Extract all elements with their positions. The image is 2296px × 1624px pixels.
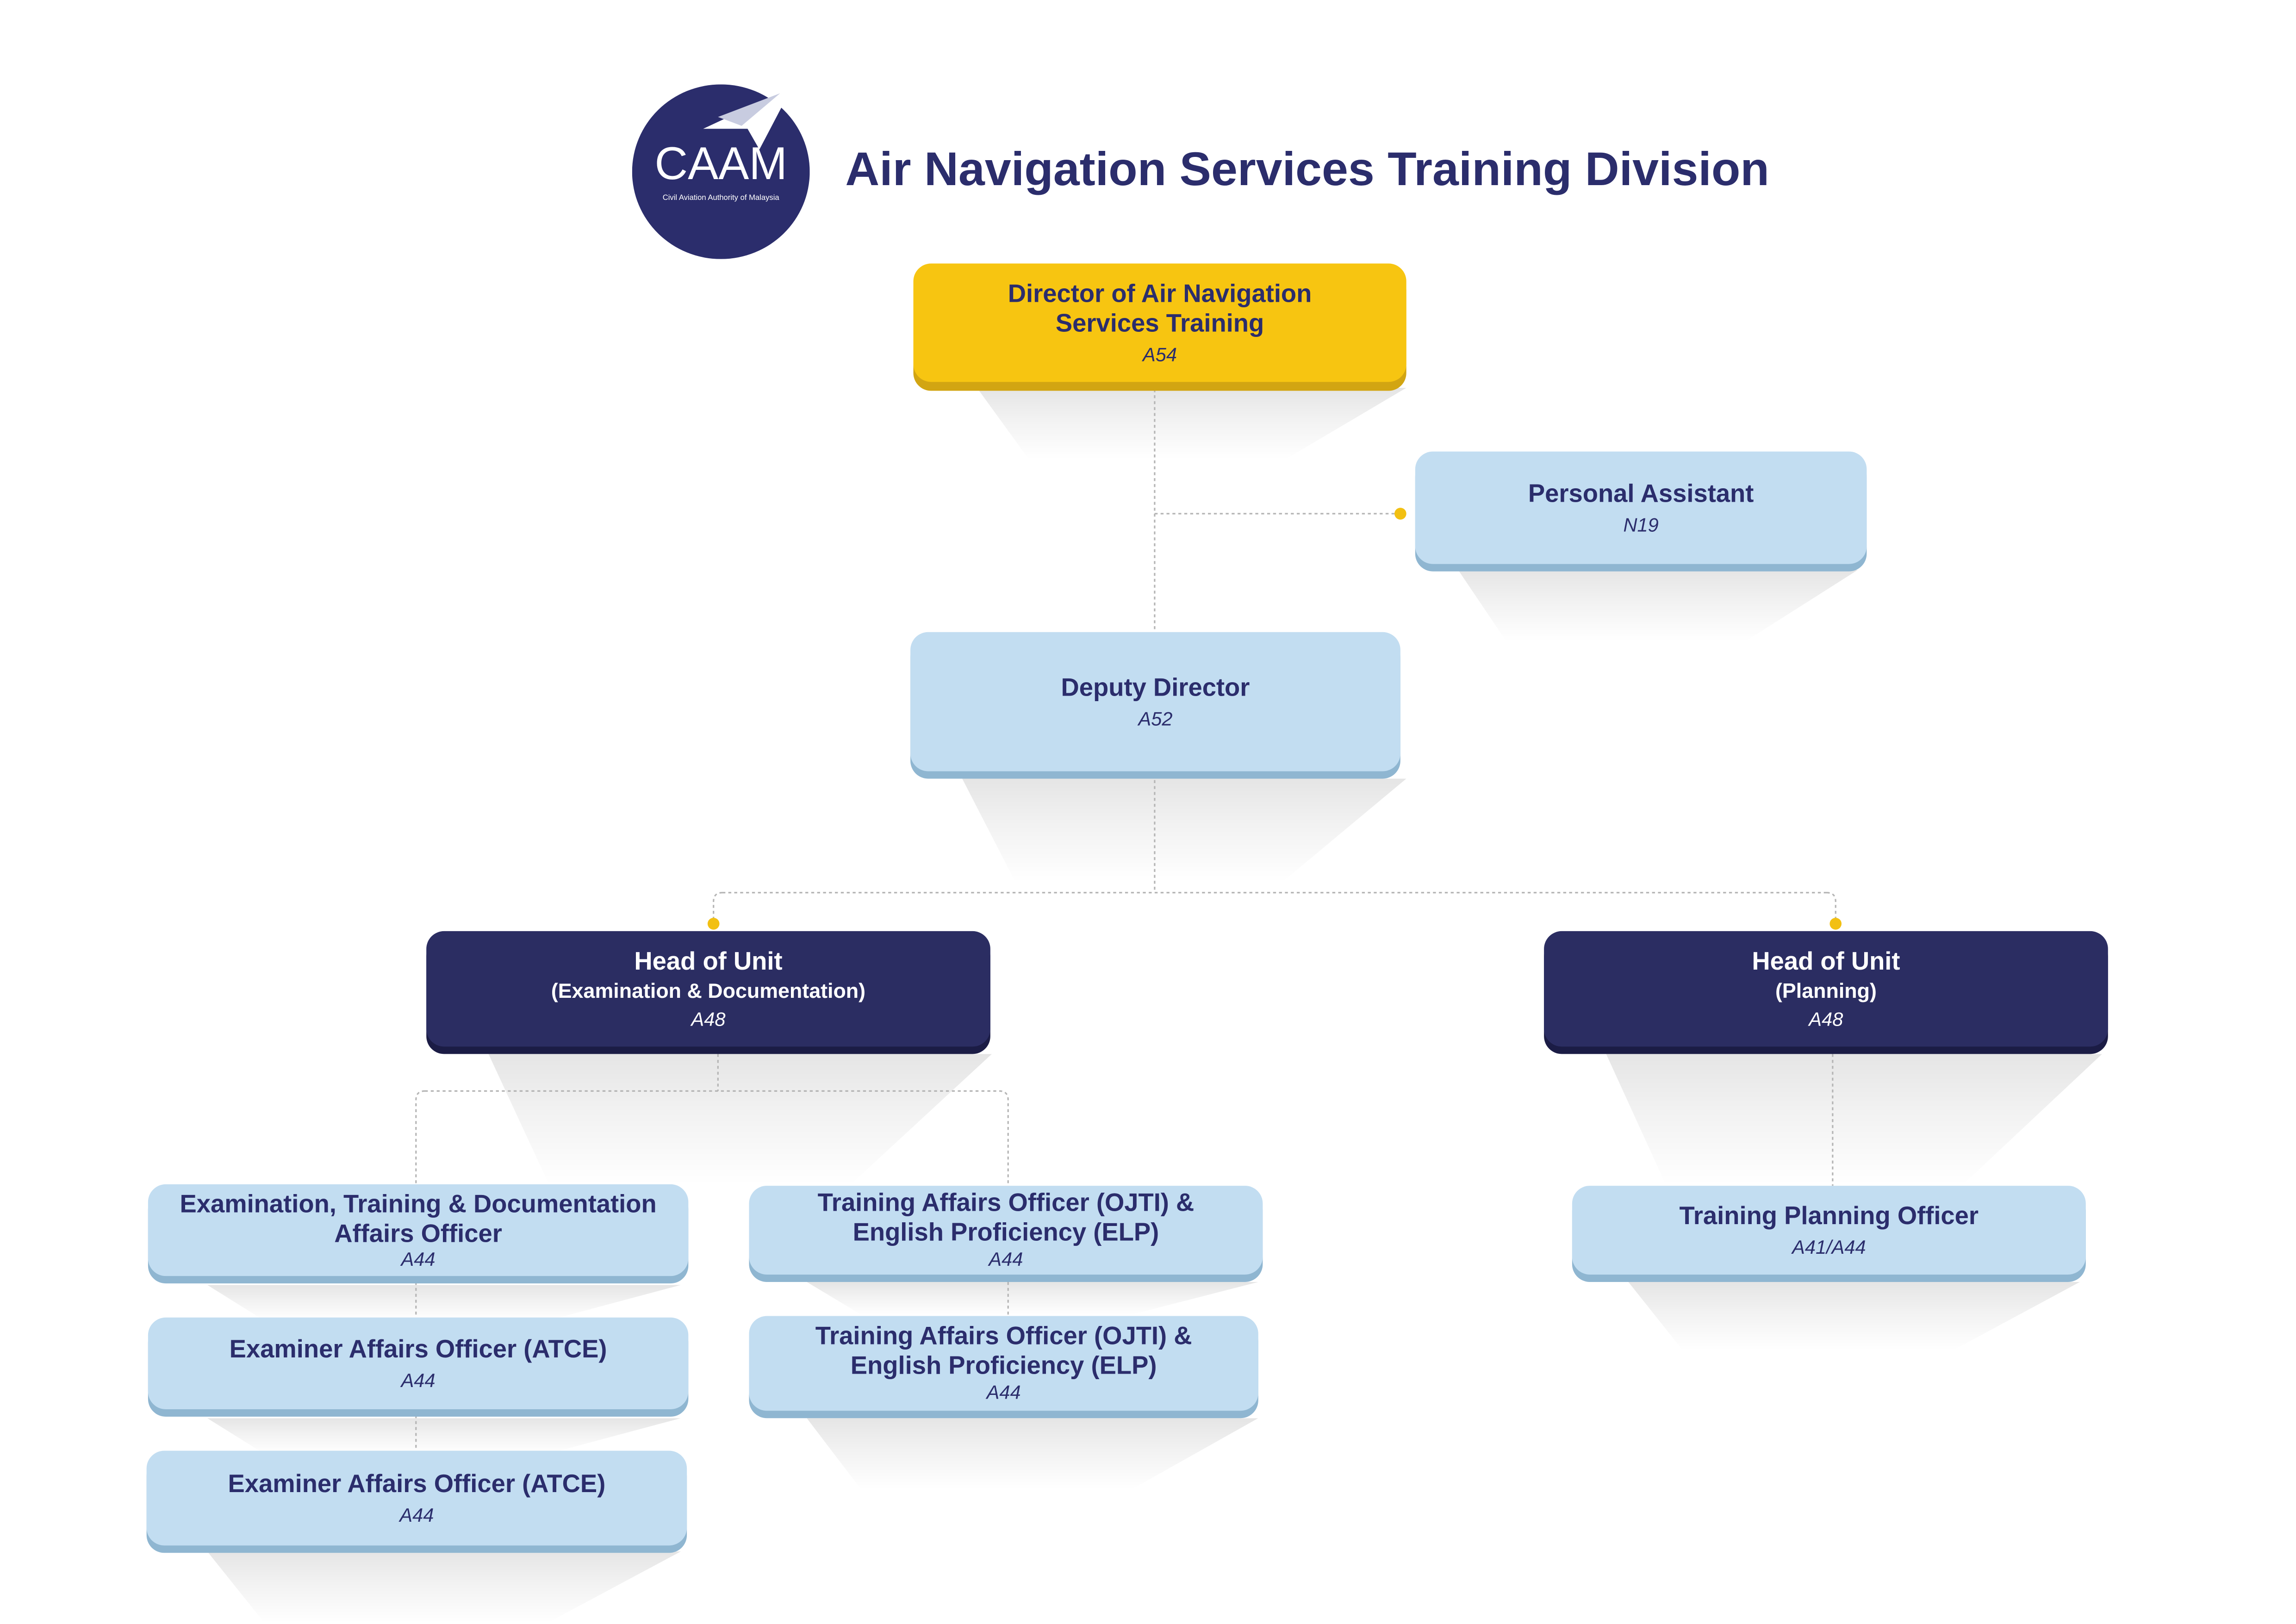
box-examiner-2[interactable]: Examiner Affairs Officer (ATCE) A44 — [146, 1450, 687, 1546]
box-director[interactable]: Director of Air Navigation Services Trai… — [913, 263, 1406, 382]
connector-dot-assistant — [1394, 508, 1406, 520]
connector-exam-left — [415, 1090, 425, 1184]
head-plan-grade: A48 — [1809, 1007, 1843, 1030]
examiner-2-title: Examiner Affairs Officer (ATCE) — [228, 1469, 606, 1498]
etd-officer-grade: A44 — [401, 1247, 436, 1269]
assistant-grade: N19 — [1623, 513, 1659, 535]
connector-exam-right — [999, 1090, 1009, 1186]
head-exam-subtitle: (Examination & Documentation) — [551, 977, 866, 1002]
box-head-planning[interactable]: Head of Unit (Planning) A48 — [1544, 931, 2108, 1047]
etd-officer-title: Examination, Training & Documentation Af… — [180, 1189, 657, 1247]
planning-officer-title: Training Planning Officer — [1679, 1201, 1979, 1230]
head-plan-subtitle: (Planning) — [1775, 977, 1877, 1002]
box-personal-assistant[interactable]: Personal Assistant N19 — [1415, 451, 1867, 564]
director-title: Director of Air Navigation Services Trai… — [1008, 279, 1312, 337]
director-grade: A54 — [1143, 342, 1177, 365]
box-etd-officer[interactable]: Examination, Training & Documentation Af… — [148, 1184, 689, 1276]
head-exam-title: Head of Unit — [634, 946, 783, 975]
head-exam-grade: A48 — [691, 1007, 726, 1030]
planning-officer-grade: A41/A44 — [1792, 1235, 1866, 1258]
ojti-2-title: Training Affairs Officer (OJTI) & Englis… — [815, 1322, 1192, 1380]
deputy-title: Deputy Director — [1061, 672, 1250, 701]
ojti-2-grade: A44 — [986, 1381, 1021, 1404]
examiner-1-grade: A44 — [401, 1369, 436, 1391]
svg-text:Civil Aviation Authority of Ma: Civil Aviation Authority of Malaysia — [663, 193, 780, 202]
head-plan-title: Head of Unit — [1752, 946, 1900, 975]
caam-logo: CAAM Civil Aviation Authority of Malaysi… — [632, 84, 810, 259]
box-examiner-1[interactable]: Examiner Affairs Officer (ATCE) A44 — [148, 1317, 689, 1410]
deputy-grade: A52 — [1138, 707, 1173, 729]
box-planning-officer[interactable]: Training Planning Officer A41/A44 — [1572, 1186, 2086, 1275]
connector-dot-head-exam — [707, 918, 720, 930]
assistant-title: Personal Assistant — [1528, 479, 1754, 507]
examiner-1-title: Examiner Affairs Officer (ATCE) — [229, 1334, 607, 1363]
box-head-exam[interactable]: Head of Unit (Examination & Documentatio… — [426, 931, 990, 1047]
box-ojti-2[interactable]: Training Affairs Officer (OJTI) & Englis… — [749, 1316, 1258, 1411]
ojti-1-title: Training Affairs Officer (OJTI) & Englis… — [817, 1188, 1195, 1247]
ojti-1-grade: A44 — [989, 1248, 1023, 1270]
connector-dot-head-plan — [1829, 918, 1842, 930]
connector-head-exam-drop — [713, 892, 722, 924]
box-ojti-1[interactable]: Training Affairs Officer (OJTI) & Englis… — [749, 1186, 1263, 1275]
page-title: Air Navigation Services Training Divisio… — [845, 142, 1769, 196]
connector-head-plan-drop — [1826, 892, 1836, 924]
box-deputy-director[interactable]: Deputy Director A52 — [910, 632, 1400, 772]
svg-text:CAAM: CAAM — [654, 138, 787, 189]
examiner-2-grade: A44 — [399, 1503, 434, 1526]
